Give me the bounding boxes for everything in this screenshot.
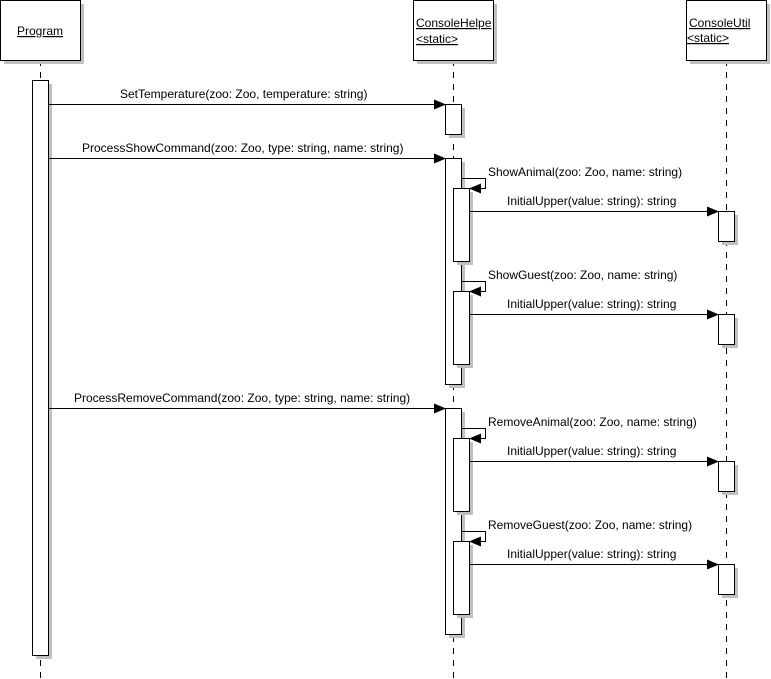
- self-call-arrow: [461, 531, 486, 547]
- activation-program: [32, 80, 49, 656]
- message-label: InitialUpper(value: string): string: [507, 194, 676, 208]
- message-label: InitialUpper(value: string): string: [507, 444, 676, 458]
- participant-name: ConsoleHelpe: [416, 16, 492, 30]
- message-label: InitialUpper(value: string): string: [507, 297, 676, 311]
- activation-consolehelper-removeanimal: [453, 438, 470, 512]
- message-removeguest[interactable]: RemoveGuest(zoo: Zoo, name: string): [461, 518, 693, 547]
- message-initialupper[interactable]: InitialUpper(value: string): string: [469, 547, 719, 570]
- self-call-arrow: [461, 178, 486, 194]
- activation-consolehelper-removeguest: [453, 541, 470, 615]
- participant-program[interactable]: Program: [0, 0, 85, 65]
- participant-consoleutil[interactable]: ConsoleUtil <static>: [686, 0, 771, 65]
- message-removeanimal[interactable]: RemoveAnimal(zoo: Zoo, name: string): [461, 415, 697, 444]
- activation-consolehelper-showguest: [453, 291, 470, 365]
- activation-consoleutil-1: [718, 211, 735, 242]
- activation-consoleutil-4: [718, 564, 735, 595]
- activation-consolehelper-settemperature: [445, 104, 462, 135]
- message-processshowcommand[interactable]: ProcessShowCommand(zoo: Zoo, type: strin…: [48, 141, 446, 164]
- participant-name: ConsoleUtil: [689, 16, 750, 30]
- self-call-arrow: [461, 281, 486, 297]
- activation-consolehelper-showanimal: [453, 188, 470, 262]
- message-label: SetTemperature(zoo: Zoo, temperature: st…: [120, 87, 367, 101]
- message-label: ProcessRemoveCommand(zoo: Zoo, type: str…: [74, 391, 410, 405]
- participant-box: [0, 0, 81, 61]
- participant-box: [413, 0, 494, 61]
- message-showguest[interactable]: ShowGuest(zoo: Zoo, name: string): [461, 268, 678, 297]
- messages: SetTemperature(zoo: Zoo, temperature: st…: [48, 87, 719, 570]
- activation-consoleutil-2: [718, 314, 735, 345]
- message-processremovecommand[interactable]: ProcessRemoveCommand(zoo: Zoo, type: str…: [48, 391, 446, 414]
- message-initialupper[interactable]: InitialUpper(value: string): string: [469, 194, 719, 217]
- participant-stereotype: <static>: [416, 32, 458, 46]
- self-call-arrow: [461, 428, 486, 444]
- message-initialupper[interactable]: InitialUpper(value: string): string: [469, 444, 719, 467]
- participant-consolehelper[interactable]: ConsoleHelpe <static>: [413, 0, 498, 65]
- message-label: InitialUpper(value: string): string: [507, 547, 676, 561]
- message-settemperature[interactable]: SetTemperature(zoo: Zoo, temperature: st…: [48, 87, 446, 110]
- message-label: ShowGuest(zoo: Zoo, name: string): [488, 268, 677, 282]
- message-label: RemoveAnimal(zoo: Zoo, name: string): [488, 415, 697, 429]
- participant-box: [686, 0, 767, 61]
- participant-name: Program: [17, 24, 63, 38]
- message-label: ShowAnimal(zoo: Zoo, name: string): [488, 165, 682, 179]
- activations: [32, 80, 738, 659]
- participant-stereotype: <static>: [687, 31, 729, 45]
- message-label: ProcessShowCommand(zoo: Zoo, type: strin…: [82, 141, 403, 155]
- activation-consoleutil-3: [718, 461, 735, 492]
- message-label: RemoveGuest(zoo: Zoo, name: string): [488, 518, 692, 532]
- message-showanimal[interactable]: ShowAnimal(zoo: Zoo, name: string): [461, 165, 683, 194]
- message-initialupper[interactable]: InitialUpper(value: string): string: [469, 297, 719, 320]
